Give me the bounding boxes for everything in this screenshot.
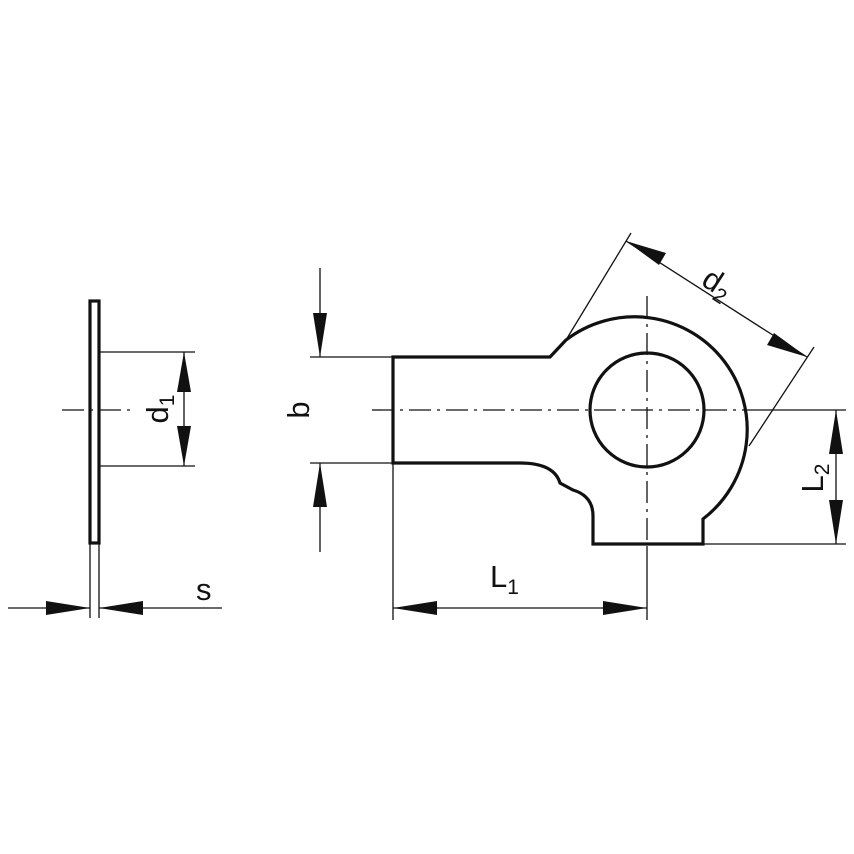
- d1-arrow-top: [177, 352, 191, 392]
- washer-outline: [391, 315, 749, 546]
- s-arrow-left: [46, 601, 90, 615]
- d2-extension-left: [565, 232, 632, 341]
- s-arrow-right: [99, 601, 143, 615]
- d1-arrow-bottom: [177, 426, 191, 466]
- L2-label: L2: [795, 464, 834, 493]
- side-view: d1 s: [8, 299, 222, 618]
- d2-arrow-left: [626, 241, 666, 265]
- front-view: b L1 L2 d2: [281, 232, 846, 620]
- d2-label: d2: [694, 261, 740, 309]
- L2-arrow-bottom: [829, 500, 843, 544]
- b-arrow-top: [313, 313, 327, 357]
- b-arrow-bottom: [313, 463, 327, 507]
- d1-label: d1: [140, 395, 179, 424]
- washer-side-profile: [88, 299, 101, 545]
- L1-label: L1: [490, 559, 519, 599]
- b-label: b: [281, 401, 316, 418]
- L1-arrow-left: [393, 601, 437, 615]
- d2-extension-right: [748, 346, 815, 447]
- L1-arrow-right: [603, 601, 647, 615]
- d2-arrow-right: [767, 333, 807, 357]
- s-label: s: [196, 572, 212, 607]
- L2-arrow-top: [829, 410, 843, 454]
